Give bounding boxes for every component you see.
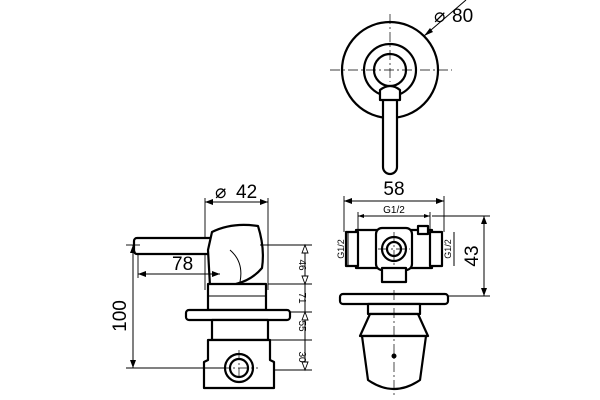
dim-42-label: ⌀ 42 (215, 182, 257, 203)
dim-55-arrow (301, 310, 309, 321)
dim-46-label: 46 (296, 259, 307, 271)
sleeve (206, 282, 268, 312)
dim-78-arrow-right (212, 271, 220, 277)
dim-100-arrow-top (130, 245, 136, 253)
dim-100-label: 100 (110, 300, 131, 332)
dim-g12-top-arrow-left (358, 214, 364, 218)
valve-body-upper (210, 318, 270, 342)
front-top-plug (416, 224, 430, 236)
side-view: ⌀ 42 78 100 (110, 182, 312, 390)
dim-78-arrow-left (138, 271, 146, 277)
dim-78-label: 78 (172, 254, 193, 275)
top-view: ⌀ 80 (330, 0, 473, 176)
inlet-left (344, 230, 360, 268)
dim-42-value: 42 (236, 182, 257, 203)
dim-43-arrow-top (481, 216, 487, 224)
diameter-80-arrow (424, 28, 433, 36)
dim-55-label: 55 (296, 320, 307, 332)
front-view: 58 G1/2 G1/2 G1/2 43 (336, 179, 490, 396)
indicator-dot (391, 353, 397, 359)
dim-58-arrow-right (436, 198, 444, 204)
dim-46-arrow (301, 243, 309, 254)
dim-42-symbol: ⌀ (215, 182, 226, 203)
dim-42-arrow-left (205, 199, 213, 205)
lever-root (378, 84, 402, 102)
dim-42-arrow-right (260, 199, 268, 205)
dim-58-arrow-left (344, 198, 352, 204)
dim-100-arrow-bottom (130, 360, 136, 368)
diameter-80-symbol: ⌀ (434, 6, 445, 27)
dim-71-arrow (301, 275, 309, 286)
front-neck (380, 266, 408, 284)
dim-30-label: 30 (296, 351, 307, 363)
diameter-80-value: 80 (452, 6, 473, 27)
dim-30-arrow (301, 361, 309, 372)
escutcheon-plate (184, 308, 292, 322)
inlet-right (428, 230, 444, 268)
dim-71-label: 71 (296, 292, 307, 304)
thread-left-label: G1/2 (336, 239, 346, 259)
dim-43-label: 43 (462, 245, 483, 266)
dim-43-arrow-bottom (481, 288, 487, 296)
handle-contour (229, 249, 242, 283)
dim-g12-top-arrow-right (424, 214, 430, 218)
front-handle-upper (358, 312, 430, 338)
thread-top-label: G1/2 (383, 205, 405, 216)
thread-right-label: G1/2 (443, 239, 453, 259)
diameter-80-label: ⌀ 80 (434, 6, 473, 27)
dim-58-label: 58 (383, 179, 404, 200)
